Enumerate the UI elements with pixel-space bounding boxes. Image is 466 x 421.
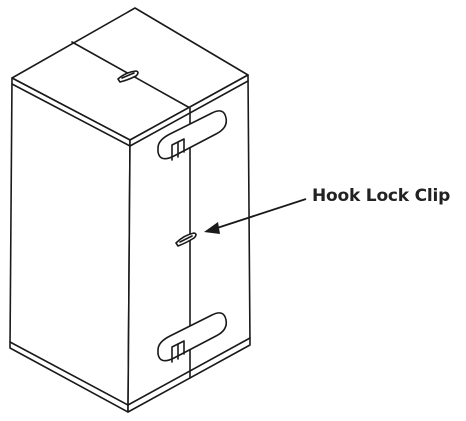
hand-hole-icon: [157, 312, 228, 363]
hand-hole-icon: [157, 110, 228, 161]
hook-lock-clip-icon: [175, 232, 197, 247]
hook-lock-clip-icon: [117, 70, 139, 83]
box-bottom-rim: [9, 337, 251, 406]
arrow-icon: [204, 198, 307, 234]
box-top-rim: [11, 80, 249, 147]
callout-label: Hook Lock Clip: [312, 186, 451, 206]
